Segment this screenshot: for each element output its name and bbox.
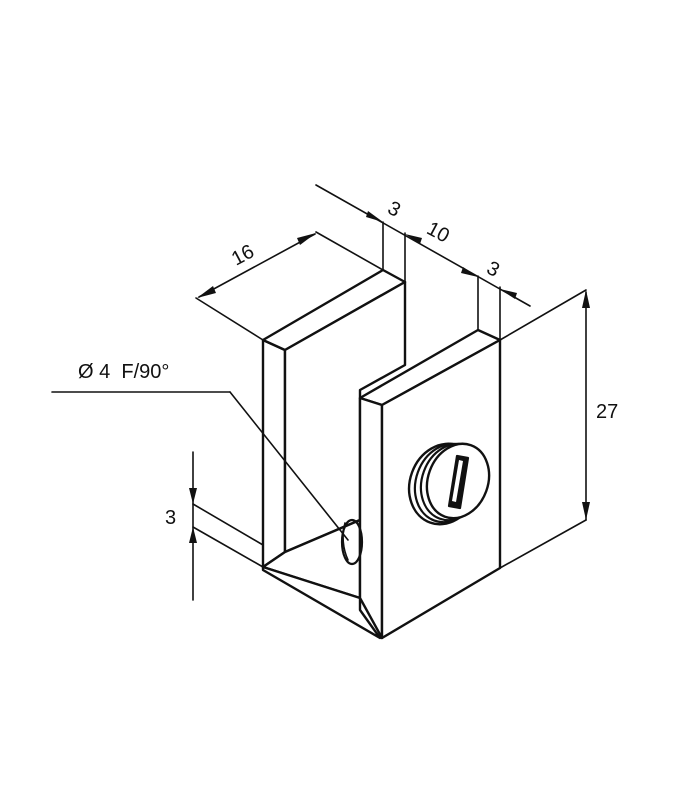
dim-gap-label: 10 xyxy=(423,218,453,248)
dim-base: 3 xyxy=(165,451,264,601)
base-front-face xyxy=(261,565,382,640)
hole-callout: Ø 4 F/90° xyxy=(51,361,349,541)
dim-wall-right-label: 3 xyxy=(483,257,503,282)
dim-wall-left-label: 3 xyxy=(384,197,404,222)
dim-base-label: 3 xyxy=(165,507,176,529)
right-wall-edge-face xyxy=(358,396,384,640)
left-wall-front-face xyxy=(261,338,287,569)
countersunk-hole xyxy=(340,518,364,566)
hole-callout-label: Ø 4 F/90° xyxy=(78,361,169,383)
dim-height-label: 27 xyxy=(596,401,618,423)
dim-length-label: 16 xyxy=(228,241,258,271)
screw xyxy=(407,442,491,526)
hole-inner-edge xyxy=(342,522,349,561)
dim-height: 27 xyxy=(499,289,618,569)
